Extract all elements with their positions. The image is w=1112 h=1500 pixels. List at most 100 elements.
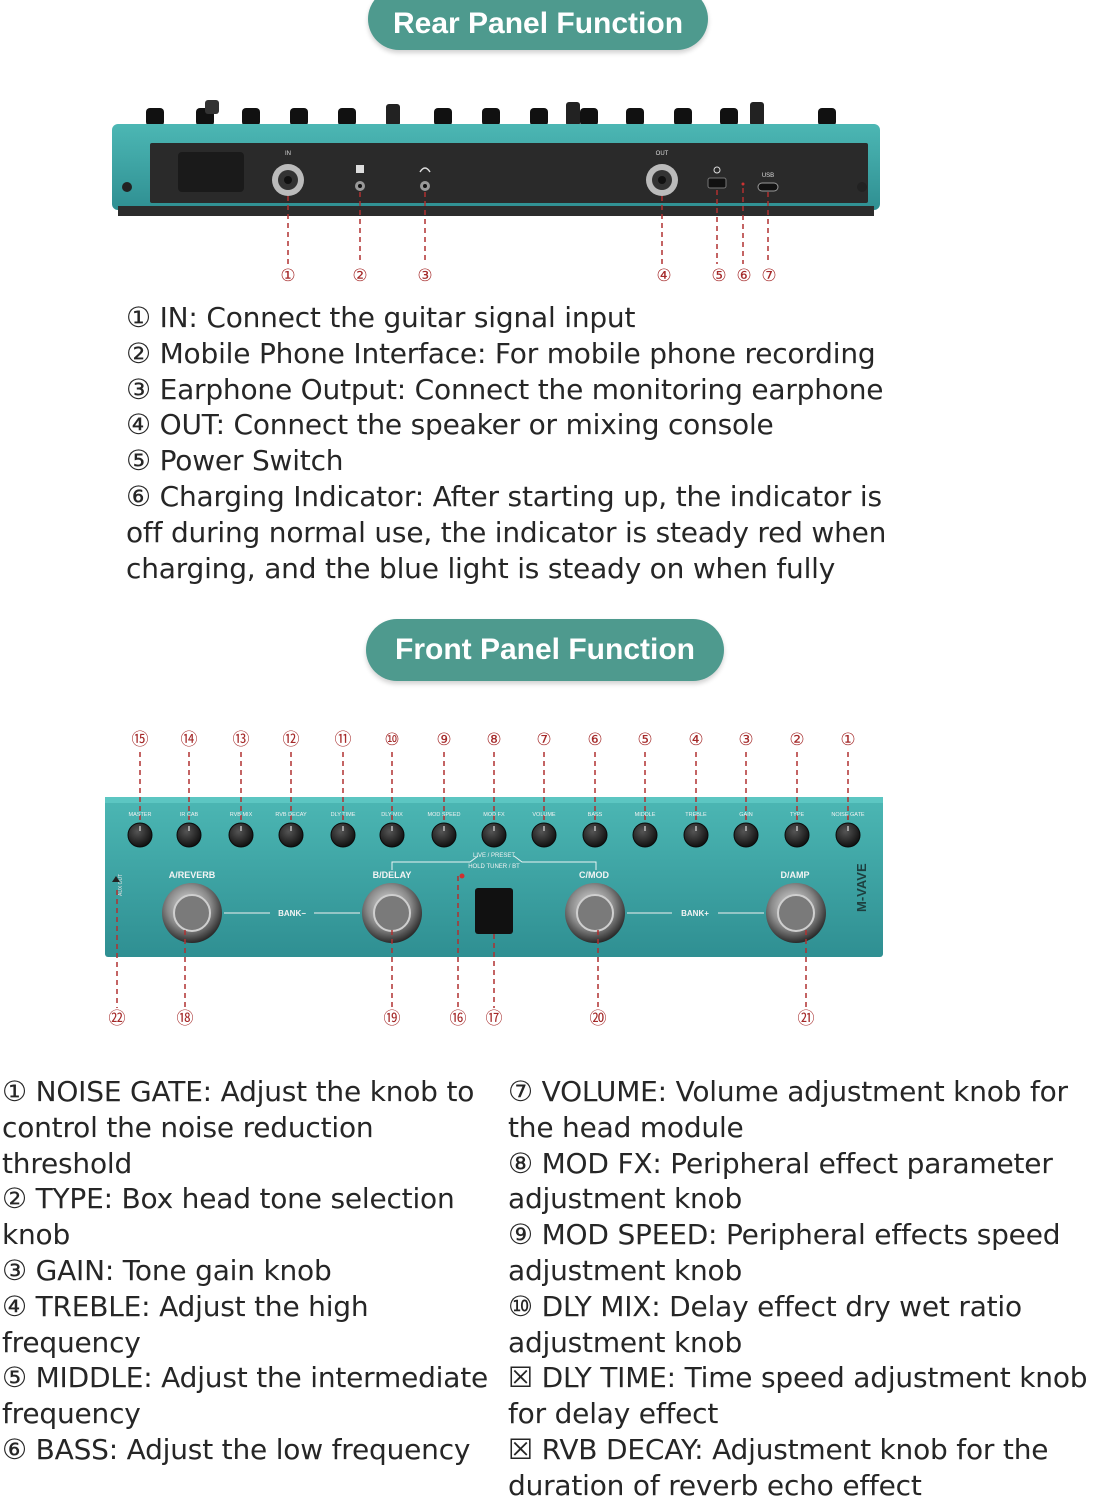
knob-rvb-mix[interactable] (228, 822, 254, 848)
front-description-left-column: ① NOISE GATE: Adjust the knob to control… (2, 1074, 494, 1468)
display-screen (475, 888, 513, 934)
knob-label: DLY TIME (331, 812, 356, 818)
footswitch-label-c: C/MOD (579, 870, 609, 880)
live-preset-label: LIVE / PRESET (473, 853, 515, 859)
usb-label: USB (762, 173, 774, 179)
aux-out-label: AUX OUT (118, 874, 124, 896)
bank-minus-label: BANK− (278, 909, 306, 918)
out-jack (646, 164, 678, 196)
usb-port: USB (757, 173, 779, 192)
status-led (459, 873, 465, 879)
rear-device: IN OUT USB (112, 100, 880, 286)
front-top-callout: ⑫ (283, 730, 300, 750)
rear-description-item: ③ Earphone Output: Connect the monitorin… (126, 372, 884, 406)
front-bottom-callout-lines (116, 876, 807, 1008)
front-bottom-callout: ㉒ (109, 1009, 126, 1029)
front-top-callout: ⑧ (486, 730, 501, 750)
knob-type[interactable] (784, 822, 810, 848)
knob-mod-speed[interactable] (431, 822, 457, 848)
knob-middle[interactable] (632, 822, 658, 848)
front-bottom-callout: ⑰ (486, 1009, 503, 1029)
rear-callout: ⑥ (736, 266, 751, 286)
front-description-item: ⑤ MIDDLE: Adjust the intermediate freque… (2, 1361, 489, 1431)
front-description-item: ☒ DLY TIME: Time speed adjustment knob f… (508, 1361, 1088, 1431)
aux-out-arrow-icon (112, 876, 120, 882)
front-description-item: ⑦ VOLUME: Volume adjustment knob for the… (508, 1075, 1068, 1144)
rear-description-item: ① IN: Connect the guitar signal input (126, 301, 636, 334)
rear-description-item: ⑤ Power Switch (126, 444, 344, 478)
front-description-item: ⑧ MOD FX: Peripheral effect parameter ad… (508, 1146, 1053, 1216)
front-bottom-callout: ⑲ (384, 1009, 401, 1029)
front-bottom-callout-numbers: ㉒ ⑱ ⑲ ⑯ ⑰ ⑳ ㉑ (109, 1009, 815, 1029)
charging-indicator (741, 182, 745, 186)
rear-callout: ② (352, 266, 367, 286)
rear-description-item: ④ OUT: Connect the speaker or mixing con… (126, 408, 774, 442)
front-top-callout: ① (840, 730, 855, 750)
front-top-callout: ③ (738, 730, 753, 750)
footswitch-label-d: D/AMP (781, 870, 810, 880)
knob-label: GAIN (739, 812, 752, 818)
rear-description-item: ⑥ Charging Indicator: After starting up,… (126, 479, 887, 585)
front-top-callout: ④ (688, 730, 703, 750)
in-jack-label: IN (285, 151, 291, 157)
footswitch-labels: A/REVERB B/DELAY C/MOD D/AMP (169, 870, 810, 880)
footswitch-label-b: B/DELAY (373, 870, 412, 880)
knob-label: MOD FX (483, 812, 505, 818)
front-top-callout: ⑦ (536, 730, 551, 750)
knob-label: RVB MIX (230, 812, 253, 818)
rear-callout: ① (280, 266, 295, 286)
front-description-item: ③ GAIN: Tone gain knob (2, 1253, 332, 1287)
knob-label: BASS (588, 812, 603, 818)
front-bottom-callout: ⑳ (590, 1009, 607, 1029)
front-description-item: ④ TREBLE: Adjust the high frequency (2, 1289, 369, 1359)
knob-gain[interactable] (733, 822, 759, 848)
front-top-callout: ⑩ (384, 730, 399, 750)
knob-mod-fx[interactable] (481, 822, 507, 848)
out-jack-label: OUT (656, 151, 669, 157)
rear-callout: ③ (417, 266, 432, 286)
knob-master[interactable] (127, 822, 153, 848)
in-jack (272, 164, 304, 196)
footswitch-b (362, 883, 422, 943)
knob-label: MOD SPEED (427, 812, 460, 818)
knob-label: TREBLE (685, 812, 707, 818)
knob-label: MASTER (129, 812, 152, 818)
front-description-item: ⑥ BASS: Adjust the low frequency (2, 1432, 471, 1466)
knob-rvb-decay[interactable] (278, 822, 304, 848)
front-top-callout: ⑭ (181, 730, 198, 750)
front-bottom-callout: ㉑ (798, 1009, 815, 1029)
knob-label: IR CAB (180, 812, 199, 818)
rear-callout: ⑦ (761, 266, 776, 286)
front-bottom-callout: ⑱ (177, 1009, 194, 1029)
knob-bass[interactable] (582, 822, 608, 848)
knob-noise-gate[interactable] (835, 822, 861, 848)
rear-callout: ④ (656, 266, 671, 286)
knob-volume[interactable] (531, 822, 557, 848)
rear-description-item: ② Mobile Phone Interface: For mobile pho… (126, 336, 876, 370)
bank-plus-label: BANK+ (681, 909, 709, 918)
knob-dly-mix[interactable] (379, 822, 405, 848)
knob-ir-cab[interactable] (176, 822, 202, 848)
footswitch-a (162, 883, 222, 943)
footswitch-c (565, 883, 625, 943)
knob-treble[interactable] (683, 822, 709, 848)
front-description-item: ⑩ DLY MIX: Delay effect dry wet ratio ad… (508, 1289, 1022, 1359)
footswitch-label-a: A/REVERB (169, 870, 216, 880)
front-bottom-callout: ⑯ (450, 1009, 467, 1029)
earphone-jack (419, 167, 431, 191)
rear-callout-lines (287, 188, 769, 264)
front-top-callout: ⑬ (233, 730, 250, 750)
knob-dly-time[interactable] (330, 822, 356, 848)
front-top-callout: ⑪ (335, 730, 352, 750)
rear-callout-numbers: ① ② ③ ④ ⑤ ⑥ ⑦ (280, 266, 776, 286)
front-description-item: ② TYPE: Box head tone selection knob (2, 1182, 455, 1252)
footswitch-d (766, 883, 826, 943)
rear-top-knobs (146, 100, 836, 126)
front-top-callout: ⑤ (637, 730, 652, 750)
brand-logo: M-VAVE (854, 863, 869, 912)
device-illustrations: IN OUT USB (105, 100, 883, 1029)
rear-panel-heading: Rear Panel Function (368, 0, 708, 50)
knob-label: TYPE (790, 812, 805, 818)
front-description-item: ⑨ MOD SPEED: Peripheral effects speed ad… (508, 1218, 1061, 1287)
